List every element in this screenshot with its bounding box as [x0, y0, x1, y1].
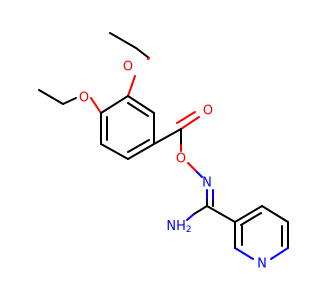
bond-ring-6: [127, 95, 155, 114]
bond-ring-carbonyl: [153, 128, 182, 145]
atom-label-layer: O O O O N NH2 N: [79, 60, 267, 272]
bond-py-4-n: [234, 247, 254, 260]
bond-py-1-inner: [240, 212, 262, 226]
bond-ring-1: [100, 95, 129, 114]
atom-nh2-h: H: [176, 219, 186, 234]
atom-nh2: NH2: [166, 219, 191, 236]
atom-o-ether-left: O: [79, 91, 89, 106]
bond-o-top-ring: [127, 75, 136, 97]
bond-ring-4-inner: [127, 139, 150, 153]
bond-ring-6-inner: [127, 102, 149, 117]
atom-n-imine: N: [202, 176, 212, 191]
atom-o-ether-top: O: [123, 60, 133, 75]
bond-oester-n: [187, 162, 198, 173]
atom-o-carbonyl: O: [203, 104, 213, 119]
bond-ch2-o-top: [135, 47, 150, 59]
bond-n-oester: [196, 171, 203, 178]
bond-ethyl-left: [38, 89, 64, 105]
bond-carbonyl-double-1: [180, 116, 200, 130]
bond-py-1: [234, 205, 263, 223]
atom-n-pyridine: N: [257, 257, 267, 272]
bond-c-nh2: [193, 205, 208, 215]
molecule-diagram: O O O O N NH2 N: [38, 32, 289, 272]
bond-py-2: [261, 205, 289, 223]
bond-o-top-ch2: [147, 57, 150, 60]
bond-ch2-o-left: [62, 97, 77, 105]
bond-c-pyridine: [206, 205, 236, 223]
bond-carbonyl-double-2: [176, 111, 196, 124]
bond-nh2-c: [186, 213, 195, 221]
bond-ethyl-top: [109, 32, 137, 49]
bond-ring-4: [127, 143, 155, 160]
atom-nh2-n: N: [166, 219, 176, 234]
atom-o-ester: O: [176, 152, 186, 167]
bond-layer: [38, 32, 289, 260]
atom-nh2-count: 2: [186, 225, 192, 235]
bond-ring-3: [100, 143, 129, 160]
bond-py-3-n: [270, 247, 289, 260]
bond-o-left-ring: [90, 97, 102, 114]
